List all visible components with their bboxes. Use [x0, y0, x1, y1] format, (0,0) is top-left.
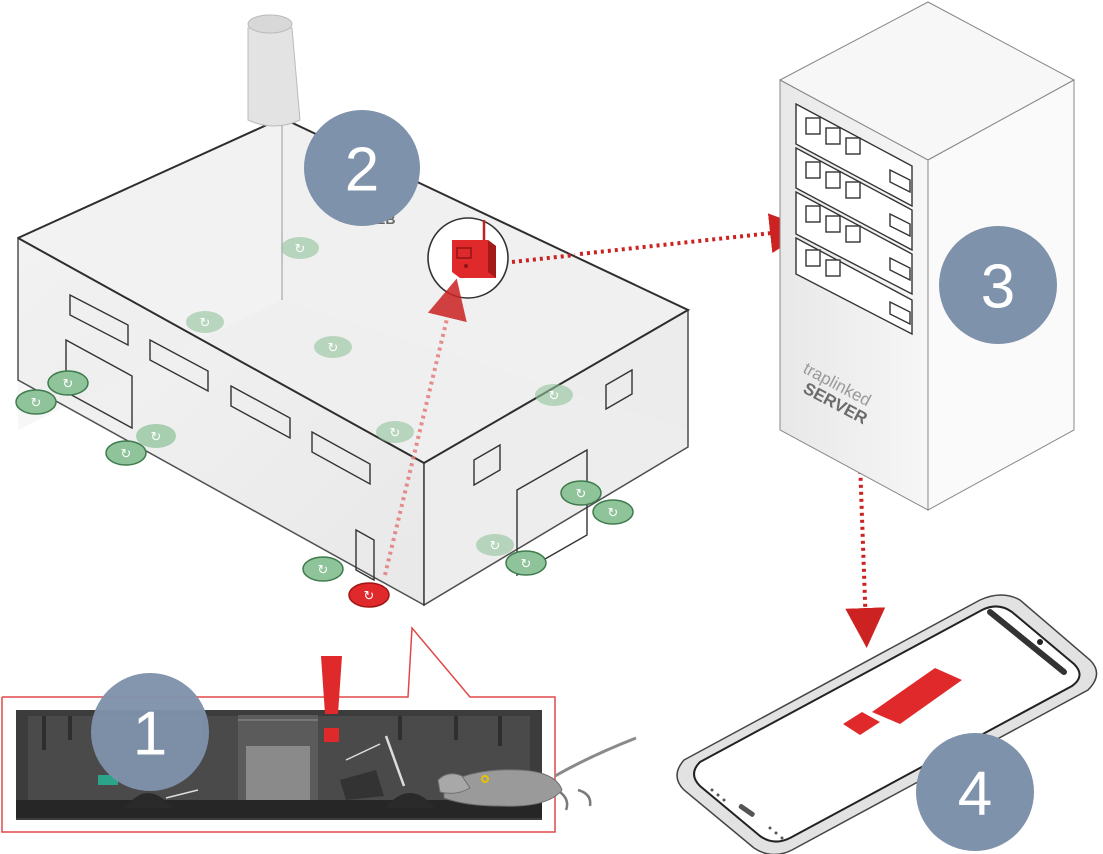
trap-sensor-icon: ↻: [560, 480, 602, 506]
svg-text:↻: ↻: [121, 447, 132, 462]
trap-sensor-icon: ↻: [186, 311, 224, 333]
trap-sensor-icon: ↻: [592, 499, 634, 525]
phone-notch: [987, 609, 1067, 675]
svg-text:↻: ↻: [576, 487, 587, 502]
trap-sensor-icon: ↻: [281, 237, 319, 259]
data-flow-links: [383, 213, 886, 648]
exclamation-icon: [843, 668, 962, 735]
trap-sensor-icon: ↻: [136, 424, 176, 448]
trap-sensor-icon: ↻: [505, 550, 547, 576]
trap-sensor-icon: ↻: [476, 534, 514, 556]
svg-text:↻: ↻: [328, 341, 339, 356]
trap-sensor-icon: ↻: [302, 556, 344, 582]
trap-sensor-icon: ↻: [105, 440, 147, 466]
triggered-trap-icon: ↻: [348, 582, 390, 608]
trap-sensor-icon: ↻: [376, 421, 414, 443]
step-number: 1: [133, 700, 167, 769]
gateway-router-icon: [452, 220, 496, 278]
svg-text:↻: ↻: [151, 430, 162, 445]
step-number: 4: [958, 760, 992, 829]
gateway-device: [427, 217, 509, 299]
svg-text:↻: ↻: [549, 389, 560, 404]
trap-markers: ↻ ↻ ↻ ↻ ↻ ↻ ↻ ↻ ↻ ↻ ↻: [15, 237, 634, 608]
svg-text:↻: ↻: [364, 589, 375, 604]
mouse-icon: [437, 736, 637, 811]
svg-text:↻: ↻: [318, 563, 329, 578]
step-badge-4: 4: [916, 733, 1034, 851]
exclamation-icon: [321, 656, 342, 742]
svg-text:↻: ↻: [390, 426, 401, 441]
svg-text:↻: ↻: [521, 557, 532, 572]
step-number: 3: [981, 253, 1015, 322]
svg-text:↻: ↻: [63, 377, 74, 392]
svg-text:↻: ↻: [295, 242, 306, 257]
smartphone: [676, 594, 1098, 854]
svg-text:↻: ↻: [31, 396, 42, 411]
step-badge-2: 2: [304, 110, 420, 226]
trap-sensor-icon: ↻: [15, 389, 57, 415]
step-badge-3: 3: [939, 226, 1057, 344]
step-badge-1: 1: [91, 673, 209, 791]
svg-text:↻: ↻: [200, 316, 211, 331]
server-drive-bays: [795, 102, 913, 336]
trap-sensor-icon: ↻: [47, 370, 89, 396]
svg-text:↻: ↻: [608, 506, 619, 521]
warehouse-building: EB: [16, 14, 691, 607]
step-number: 2: [345, 136, 379, 205]
svg-text:↻: ↻: [490, 539, 501, 554]
trap-sensor-icon: ↻: [314, 336, 352, 358]
trap-sensor-icon: ↻: [535, 384, 573, 406]
chimney: [247, 14, 301, 127]
